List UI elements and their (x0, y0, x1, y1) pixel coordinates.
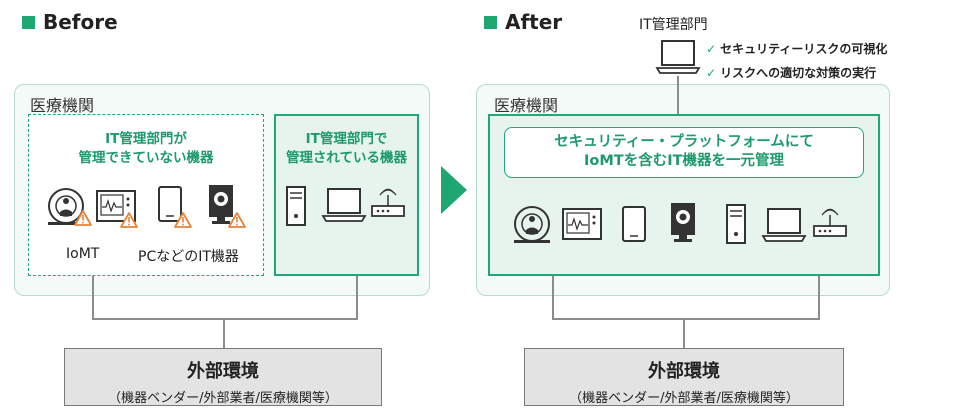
check-item: ✓リスクへの適切な対策の実行 (706, 64, 876, 81)
connector-line (818, 276, 820, 320)
unmanaged-label: IT管理部門が 管理できていない機器 (28, 130, 264, 168)
after-header-text: After (505, 10, 563, 34)
unmanaged-label-line2: 管理できていない機器 (78, 150, 214, 166)
managed-label-line2: 管理されている機器 (285, 150, 408, 166)
warning-icon (74, 210, 92, 226)
header-square-icon (22, 15, 35, 29)
connector-line (356, 276, 358, 320)
warning-icon (174, 212, 192, 228)
laptop-icon (655, 40, 701, 74)
check-item-text: リスクへの適切な対策の実行 (720, 66, 877, 80)
tower-pc-icon (726, 204, 746, 244)
after-header: After (484, 10, 562, 34)
iomt-label: IoMT (66, 246, 100, 262)
monitor-icon (562, 208, 602, 240)
tablet-icon (158, 186, 182, 222)
camera-icon (209, 185, 233, 224)
managed-label: IT管理部門で 管理されている機器 (274, 130, 419, 168)
tower-pc-icon (286, 186, 306, 226)
before-org-label: 医療機関 (30, 96, 95, 115)
managed-label-line1: IT管理部門で (305, 131, 388, 147)
connector-line (552, 276, 554, 320)
connector-line (552, 318, 820, 320)
after-org-label: 医療機関 (494, 96, 559, 115)
tablet-icon (622, 206, 646, 242)
check-icon: ✓ (706, 66, 717, 80)
before-external-title: 外部環境 (187, 361, 259, 382)
after-external-sub: （機器ベンダー/外部業者/医療機関等） (569, 391, 799, 406)
unmanaged-label-line1: IT管理部門が (105, 131, 187, 147)
arrow-right-icon (441, 166, 467, 214)
after-external-box: 外部環境 （機器ベンダー/外部業者/医療機関等） (524, 348, 844, 406)
platform-label-line1: セキュリティー・プラットフォームにて (554, 134, 814, 150)
laptop-icon (321, 188, 367, 222)
before-header: Before (22, 10, 118, 34)
connector-line (92, 318, 358, 320)
it-dept-label: IT管理部門 (639, 17, 708, 33)
platform-label-line2: IoMTを含むIT機器を一元管理 (584, 153, 784, 169)
before-header-text: Before (43, 10, 118, 34)
check-item-text: セキュリティーリスクの可視化 (720, 42, 888, 56)
security-platform-box (504, 127, 864, 178)
connector-line (683, 318, 685, 348)
mri-scanner-icon (48, 188, 84, 225)
platform-label: セキュリティー・プラットフォームにて IoMTを含むIT機器を一元管理 (504, 133, 864, 171)
router-icon (813, 208, 847, 237)
check-icon: ✓ (706, 42, 717, 56)
after-external-title: 外部環境 (648, 361, 720, 382)
check-item: ✓セキュリティーリスクの可視化 (706, 40, 887, 57)
pc-label: PCなどのIT機器 (138, 249, 239, 265)
laptop-icon (761, 208, 807, 242)
connector-line (223, 318, 225, 348)
header-square-icon (484, 15, 497, 29)
before-external-sub: （機器ベンダー/外部業者/医療機関等） (108, 391, 338, 406)
camera-icon (671, 203, 695, 242)
connector-line (92, 276, 94, 320)
router-icon (371, 188, 405, 217)
warning-icon (228, 212, 246, 228)
mri-scanner-icon (514, 206, 550, 243)
warning-icon (120, 212, 138, 228)
before-external-box: 外部環境 （機器ベンダー/外部業者/医療機関等） (64, 348, 382, 406)
connector-line (677, 76, 679, 114)
